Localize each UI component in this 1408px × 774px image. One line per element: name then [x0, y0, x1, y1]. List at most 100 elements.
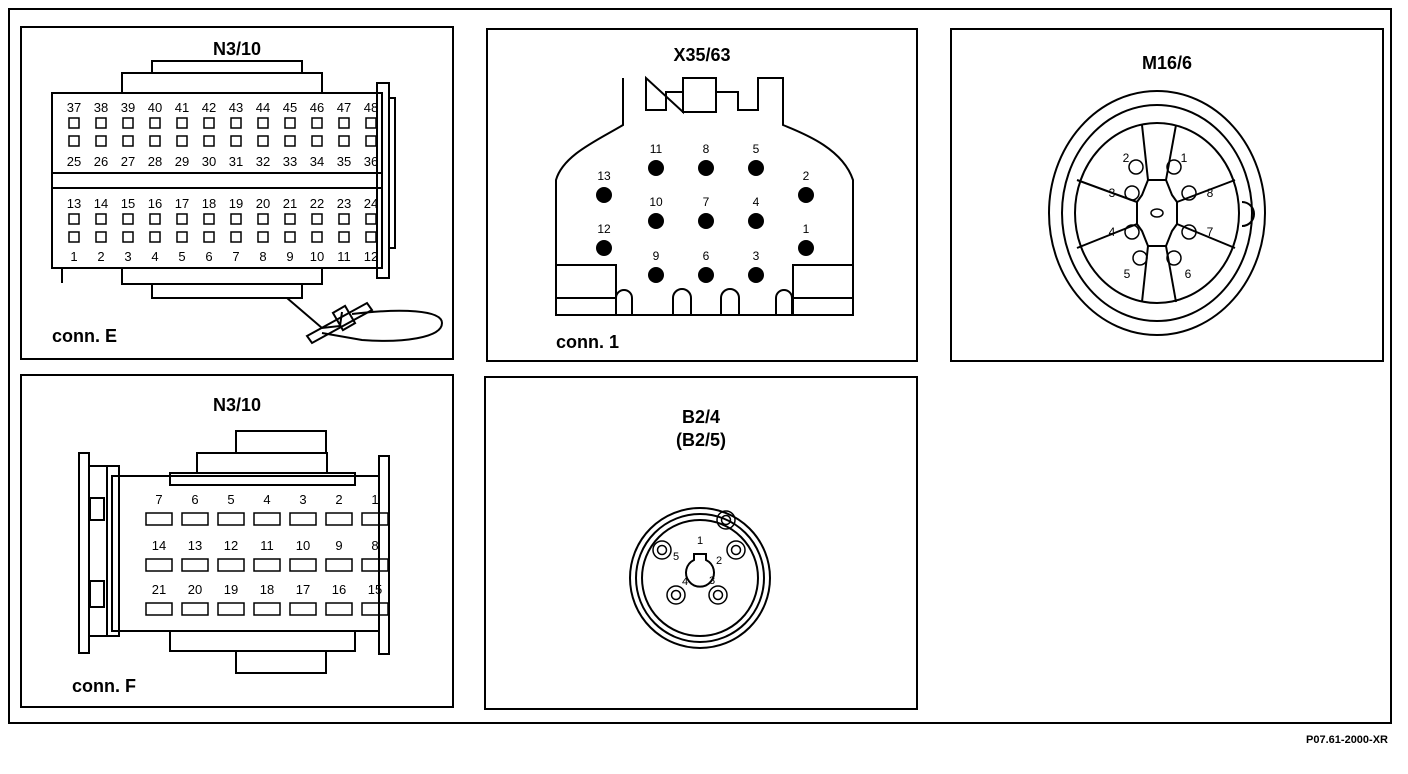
pin-number: 42	[202, 100, 216, 115]
socket	[325, 512, 353, 526]
socket	[203, 135, 215, 147]
pin-number: 20	[188, 582, 202, 597]
pin	[1166, 250, 1182, 266]
pin-number: 12	[597, 222, 611, 236]
pin	[1124, 185, 1140, 201]
socket	[361, 558, 389, 572]
pin	[1128, 159, 1144, 175]
pin-number: 8	[703, 142, 710, 156]
socket	[149, 135, 161, 147]
pin-number: 6	[1185, 267, 1192, 281]
socket	[95, 117, 107, 129]
pin-number: 8	[259, 249, 266, 264]
socket	[149, 231, 161, 243]
pin-number: 12	[364, 249, 378, 264]
pin	[666, 585, 686, 605]
pin	[698, 160, 714, 176]
socket	[289, 558, 317, 572]
pin-number: 1	[803, 222, 810, 236]
pin-number: 22	[310, 196, 324, 211]
pin	[748, 267, 764, 283]
socket	[284, 231, 296, 243]
socket	[289, 512, 317, 526]
socket	[361, 512, 389, 526]
pin-number: 40	[148, 100, 162, 115]
pin-number: 2	[716, 555, 722, 567]
pin-number: 4	[151, 249, 158, 264]
socket	[338, 231, 350, 243]
socket	[68, 231, 80, 243]
socket	[338, 135, 350, 147]
pin	[798, 240, 814, 256]
pin-number: 45	[283, 100, 297, 115]
pin	[698, 267, 714, 283]
socket	[149, 117, 161, 129]
pin	[1166, 159, 1182, 175]
pin-number: 4	[1109, 225, 1116, 239]
pin-number: 11	[260, 538, 274, 553]
pin-number: 13	[188, 538, 202, 553]
pin-number: 7	[155, 492, 162, 507]
pin-number: 24	[364, 196, 378, 211]
socket	[338, 213, 350, 225]
pin-number: 5	[753, 142, 760, 156]
socket	[68, 135, 80, 147]
pin	[698, 213, 714, 229]
pin-number: 15	[121, 196, 135, 211]
socket	[181, 558, 209, 572]
socket	[122, 231, 134, 243]
socket	[311, 213, 323, 225]
socket	[203, 117, 215, 129]
socket	[122, 213, 134, 225]
socket	[284, 117, 296, 129]
pin-number: 11	[337, 249, 351, 264]
pin-number: 1	[70, 249, 77, 264]
pin-number: 37	[67, 100, 81, 115]
socket	[311, 117, 323, 129]
pin-number: 14	[94, 196, 108, 211]
pin-number: 6	[191, 492, 198, 507]
pin	[798, 187, 814, 203]
pin-number: 12	[224, 538, 238, 553]
pin-number: 18	[260, 582, 274, 597]
socket	[176, 117, 188, 129]
pin-number: 48	[364, 100, 378, 115]
socket	[325, 602, 353, 616]
pin-number: 31	[229, 154, 243, 169]
pin-number: 19	[224, 582, 238, 597]
panel-subtitle: (B2/5)	[675, 430, 726, 450]
pin-number: 7	[703, 195, 710, 209]
pin-number: 36	[364, 154, 378, 169]
figure-code: P07.61-2000-XR	[1306, 734, 1388, 746]
pin-number: 2	[97, 249, 104, 264]
socket	[145, 512, 173, 526]
pin-number: 2	[335, 492, 342, 507]
socket	[365, 135, 377, 147]
pin-number: 32	[256, 154, 270, 169]
socket	[253, 602, 281, 616]
socket	[361, 602, 389, 616]
socket	[95, 135, 107, 147]
pin-number: 2	[1123, 151, 1130, 165]
socket	[217, 558, 245, 572]
socket	[311, 135, 323, 147]
pin-number: 3	[1109, 186, 1116, 200]
socket	[203, 213, 215, 225]
pin	[648, 213, 664, 229]
pin-number: 23	[337, 196, 351, 211]
socket	[257, 231, 269, 243]
pin-number: 8	[1207, 186, 1214, 200]
pin-number: 16	[148, 196, 162, 211]
pin-number: 41	[175, 100, 189, 115]
